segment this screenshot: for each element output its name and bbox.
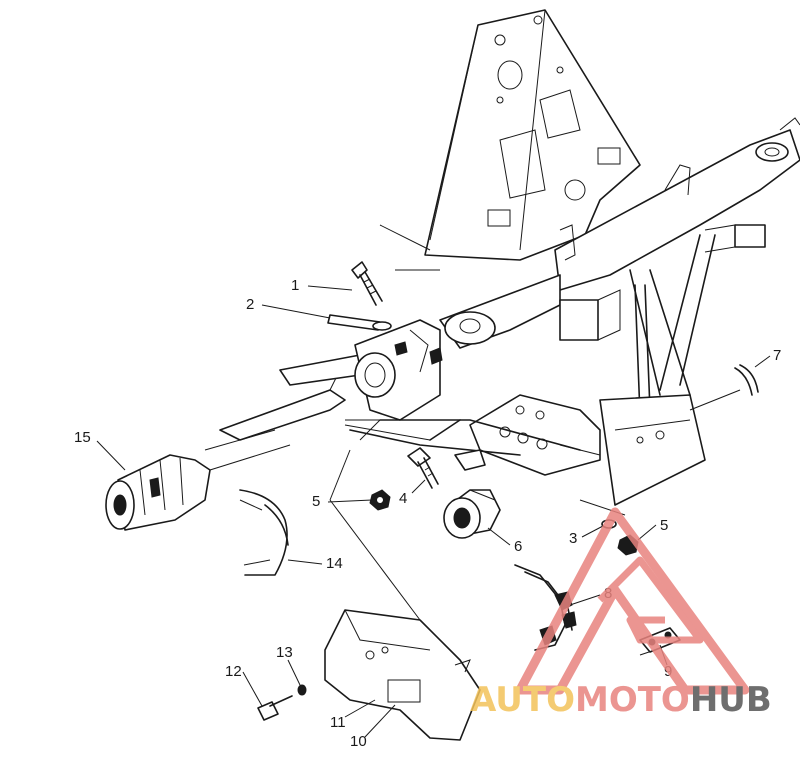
callout-5-left: 5 xyxy=(312,493,320,510)
watermark-text-hub: HUB xyxy=(690,680,772,720)
callout-10: 10 xyxy=(350,733,367,750)
callout-3: 3 xyxy=(569,530,577,547)
part-11-chain-guard xyxy=(324,609,481,741)
callout-6: 6 xyxy=(514,538,522,555)
callout-5-right: 5 xyxy=(660,517,668,534)
part-1-bolt xyxy=(351,261,383,306)
part-6-bushing xyxy=(443,489,501,539)
watermark-text: AUTOMOTOHUB xyxy=(470,680,772,720)
part-2-washer xyxy=(327,314,392,331)
part-5-nut-left xyxy=(369,489,391,511)
watermark-text-moto: MOTO xyxy=(575,680,690,720)
callout-14: 14 xyxy=(326,555,343,572)
part-13-washer xyxy=(297,684,307,696)
callout-7: 7 xyxy=(773,347,781,364)
main-frame xyxy=(219,9,800,506)
callout-12: 12 xyxy=(225,663,242,680)
assembly-guide-lines xyxy=(204,389,741,621)
part-12-screw xyxy=(257,695,293,721)
watermark-logo: AUTOMOTOHUB xyxy=(470,507,772,720)
part-15-bearing xyxy=(105,454,211,531)
callout-2: 2 xyxy=(246,296,254,313)
watermark-inner-shape xyxy=(597,556,704,644)
part-7-clip xyxy=(734,364,759,396)
part-10-decal xyxy=(387,679,421,703)
watermark-text-auto: AUTO xyxy=(470,680,575,720)
callout-15: 15 xyxy=(74,429,91,446)
part-4-bolt xyxy=(407,447,439,489)
callout-1: 1 xyxy=(291,277,299,294)
callout-4: 4 xyxy=(399,490,407,507)
part-14-chain xyxy=(239,489,289,576)
watermark-triangle xyxy=(515,507,750,695)
callout-13: 13 xyxy=(276,644,293,661)
callout-11: 11 xyxy=(330,714,346,731)
leader-lines xyxy=(96,285,771,738)
